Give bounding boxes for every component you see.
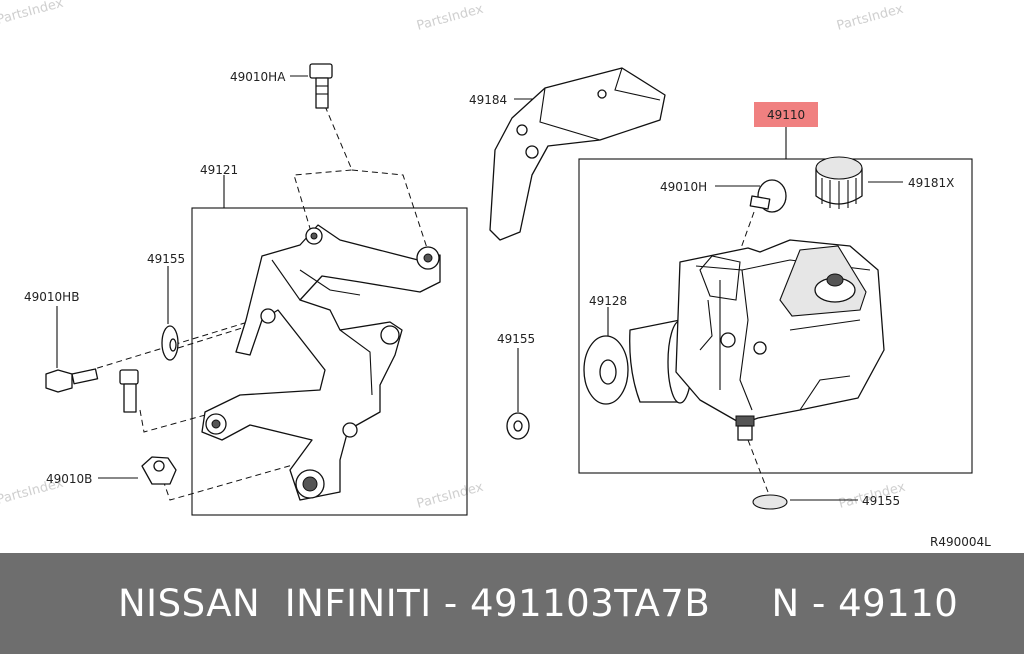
part-number-highlight (754, 102, 818, 127)
bolt-49010hb (45, 368, 99, 393)
cap-49181x (815, 156, 863, 209)
shield-49184 (489, 67, 666, 241)
diagram-code: R490004L (930, 535, 991, 549)
callout-49155-bottom: 49155 (862, 494, 900, 508)
bracket-frame (191, 207, 468, 516)
callout-49128: 49128 (589, 294, 627, 308)
callout-49010ha: 49010HA (230, 70, 286, 84)
actuator-49110 (629, 239, 885, 441)
bolt-49010h (749, 179, 787, 213)
nut-49010b (141, 456, 177, 485)
watermark-text: PartsIndex (835, 2, 905, 34)
callout-49010hb: 49010HB (24, 290, 79, 304)
callout-49121: 49121 (200, 163, 238, 177)
parts-diagram: PartsIndex PartsIndex PartsIndex PartsIn… (0, 0, 991, 549)
part-number-title: NISSAN INFINITI - 491103TA7B N - 49110 (118, 582, 959, 625)
callout-49155-center: 49155 (497, 332, 535, 346)
callout-49181x: 49181X (908, 176, 954, 190)
leader-lines (56, 75, 903, 501)
callout-49155-left: 49155 (147, 252, 185, 266)
callout-49010b: 49010B (46, 472, 92, 486)
washer-49155-center (506, 412, 530, 440)
footer-bar: NISSAN INFINITI - 491103TA7B N - 49110 (0, 553, 1024, 654)
assembly-lines (77, 105, 769, 501)
bolt-49010ha (309, 63, 333, 109)
washer-49155-bottom (752, 494, 788, 510)
actuator-frame (578, 158, 973, 474)
callout-49184: 49184 (469, 93, 507, 107)
callout-49010h: 49010H (660, 180, 707, 194)
watermark-text: PartsIndex (415, 2, 485, 34)
bushing-49128 (583, 335, 629, 405)
callout-49110: 49110 (767, 108, 805, 122)
washer-49155-left (161, 325, 179, 361)
watermark-text: PartsIndex (415, 480, 485, 512)
bolt-center (119, 369, 139, 413)
bracket-49121 (201, 224, 441, 501)
watermark-text: PartsIndex (0, 0, 65, 28)
